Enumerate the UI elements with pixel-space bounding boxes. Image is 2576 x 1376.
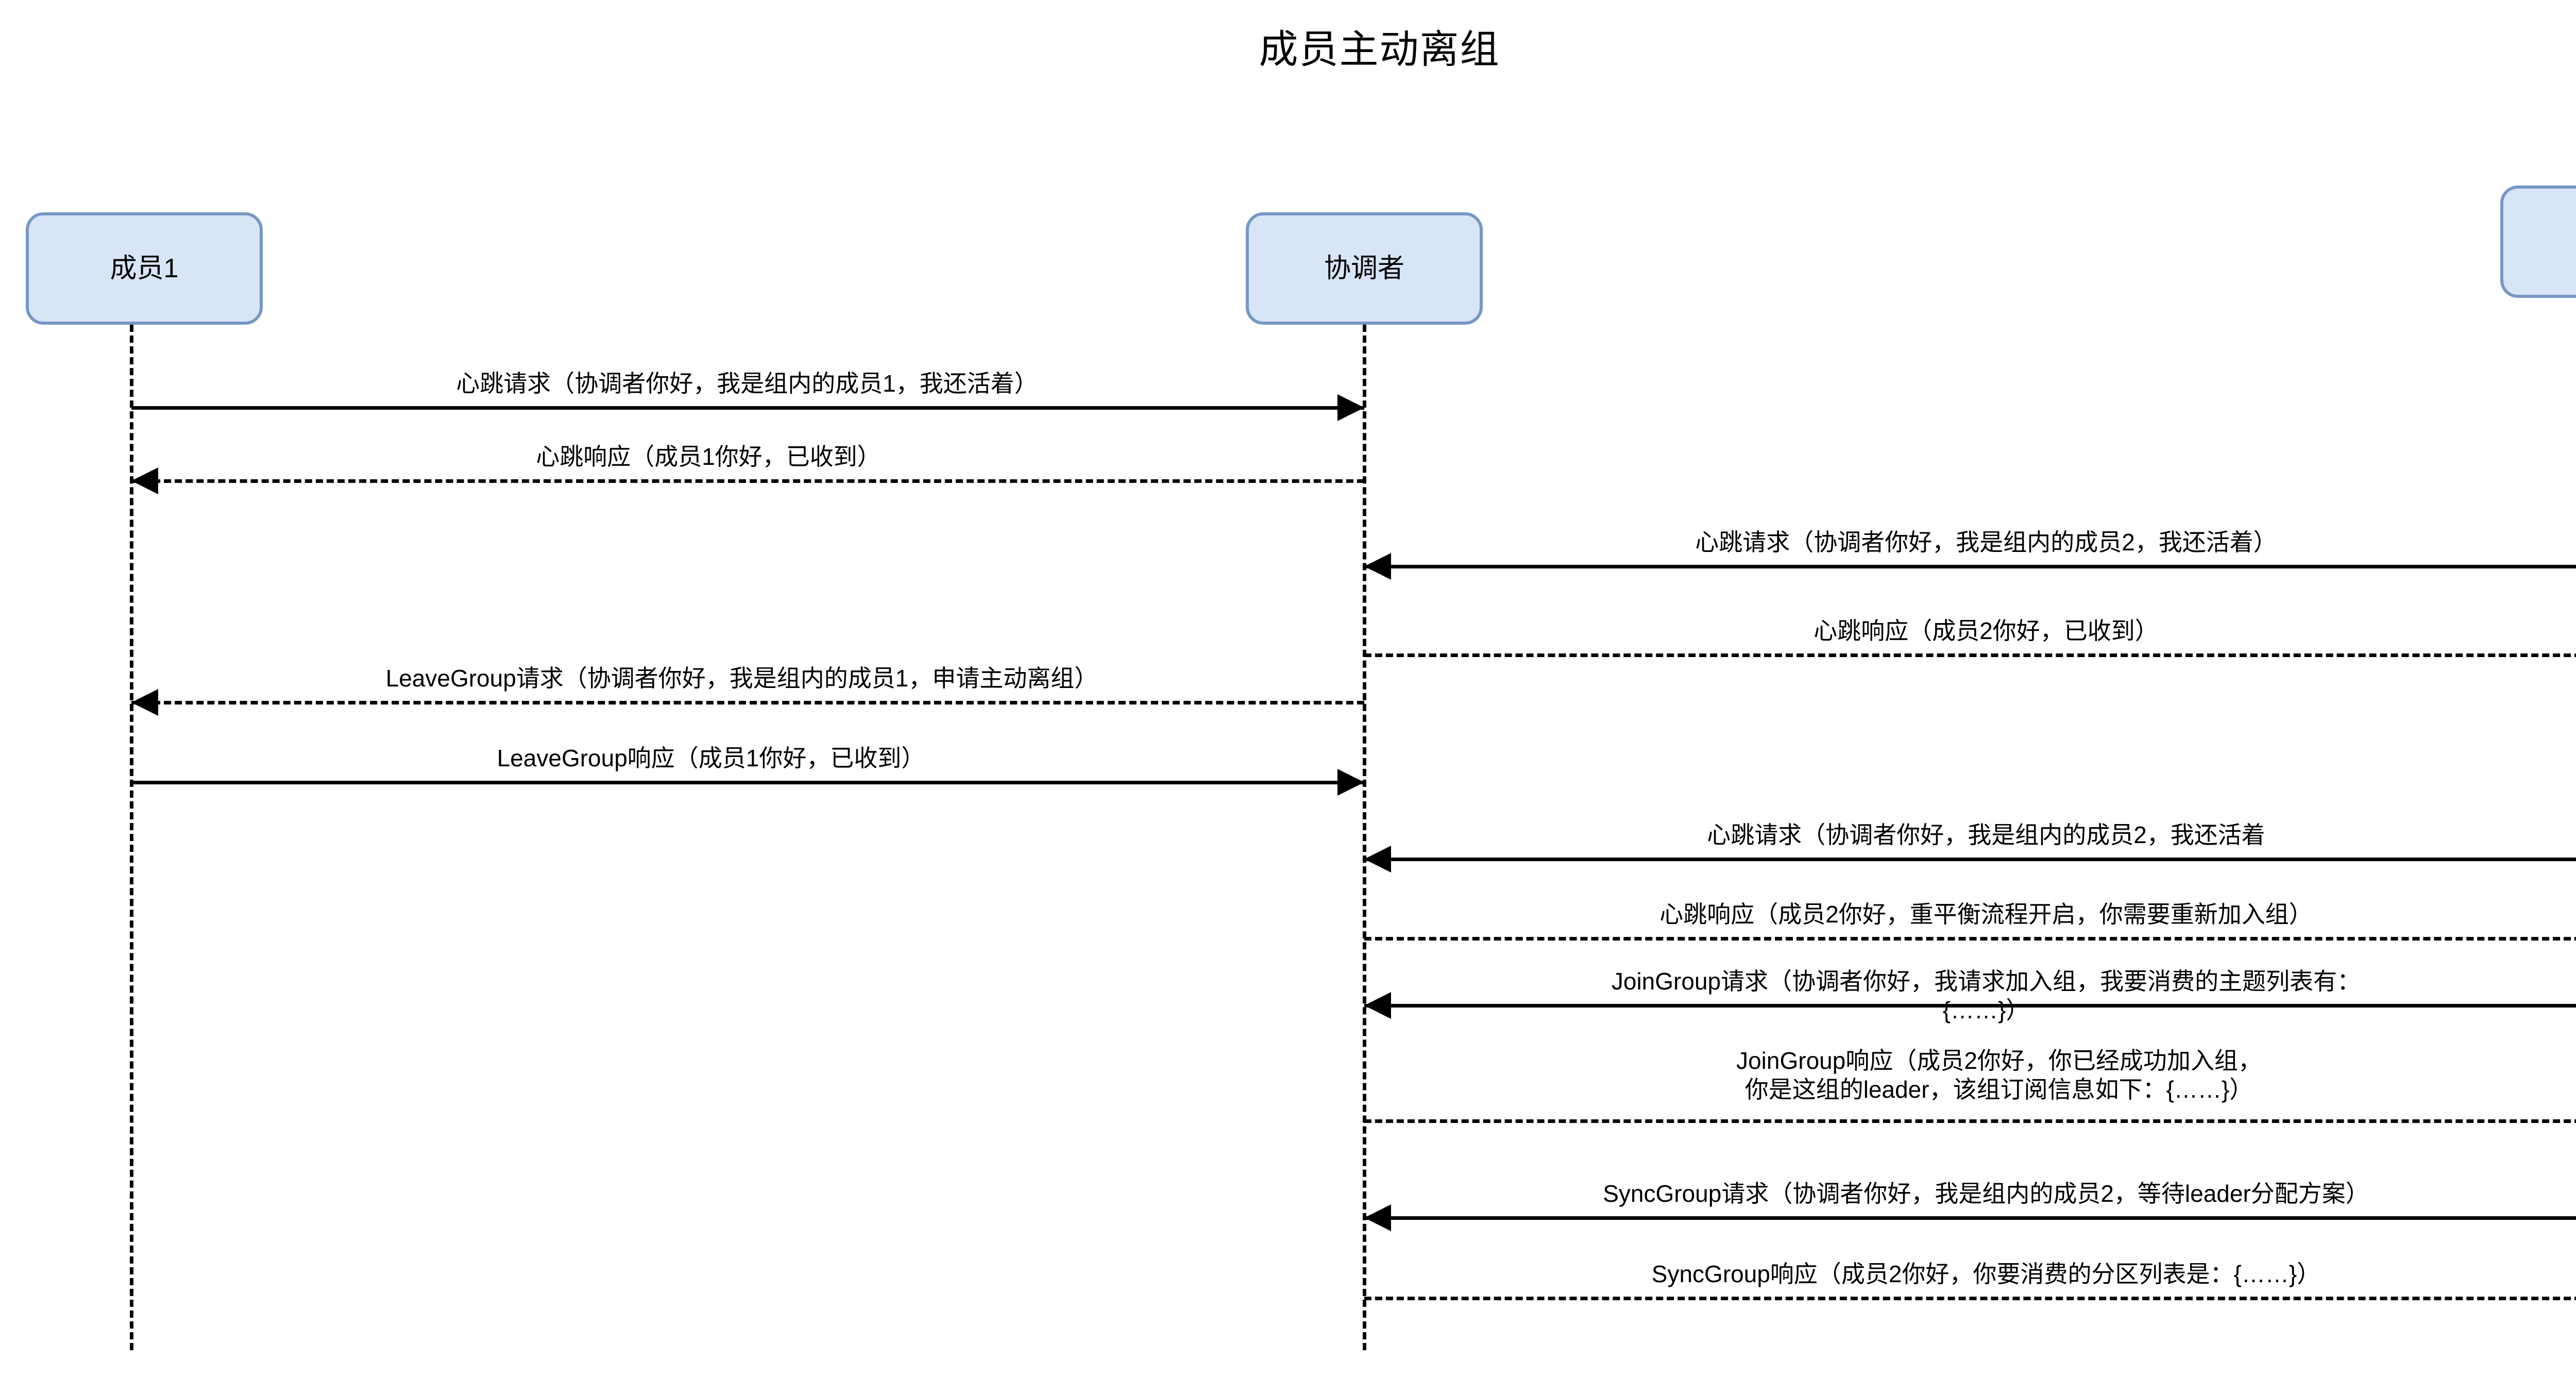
message-arrowhead-1 (1337, 394, 1364, 421)
message-line-10 (1364, 1119, 2576, 1123)
message-label-2: 心跳响应（成员1你好，已收到） (536, 443, 881, 470)
actor-box-member1[interactable]: 成员1 (26, 212, 263, 325)
actor-box-coordinator[interactable]: 协调者 (1246, 212, 1483, 325)
actor-label-member1: 成员1 (110, 254, 179, 283)
actor-label-coordinator: 协调者 (1324, 254, 1404, 283)
message-label-9: JoinGroup请求（协调者你好，我请求加入组，我要消费的主题列表有：{……}… (1611, 968, 2361, 1024)
message-label-8: 心跳响应（成员2你好，重平衡流程开启，你需要重新加入组） (1659, 901, 2313, 928)
message-line-2 (131, 479, 1364, 483)
message-line-8 (1364, 937, 2576, 941)
message-line-11 (1364, 1216, 2576, 1220)
message-line-6 (131, 781, 1364, 784)
message-arrowhead-11 (1364, 1204, 1391, 1231)
message-line-7 (1364, 858, 2576, 861)
lifeline-coordinator (1363, 325, 1366, 1350)
page-title: 成员主动离组 (1259, 28, 1500, 72)
message-label-4: 心跳响应（成员2你好，已收到） (1814, 617, 2159, 644)
message-line-5 (131, 701, 1364, 704)
message-line-1 (131, 406, 1364, 410)
message-label-3: 心跳请求（协调者你好，我是组内的成员2，我还活着） (1695, 529, 2277, 556)
lifeline-member1 (130, 325, 133, 1350)
message-label-12: SyncGroup响应（成员2你好，你要消费的分区列表是：{……}） (1651, 1261, 2321, 1287)
message-label-11: SyncGroup请求（协调者你好，我是组内的成员2，等待leader分配方案） (1603, 1180, 2369, 1207)
message-label-7: 心跳请求（协调者你好，我是组内的成员2，我还活着 (1707, 821, 2265, 848)
message-arrowhead-2 (131, 467, 158, 494)
message-arrowhead-6 (1337, 769, 1364, 796)
message-arrowhead-9 (1364, 992, 1391, 1019)
message-line-9 (1364, 1004, 2576, 1008)
message-arrowhead-5 (131, 689, 158, 716)
message-label-6: LeaveGroup响应（成员1你好，已收到） (497, 745, 925, 771)
message-label-5: LeaveGroup请求（协调者你好，我是组内的成员1，申请主动离组） (385, 665, 1098, 692)
message-label-10: JoinGroup响应（成员2你好，你已经成功加入组， 你是这组的leader，… (1736, 1047, 2262, 1103)
message-label-1: 心跳请求（协调者你好，我是组内的成员1，我还活着） (456, 370, 1038, 397)
actor-box-member2[interactable]: 成员2 (2500, 186, 2576, 298)
message-arrowhead-3 (1364, 553, 1391, 580)
message-line-12 (1364, 1297, 2576, 1300)
message-line-4 (1364, 653, 2576, 657)
message-arrowhead-7 (1364, 846, 1391, 872)
message-line-3 (1364, 565, 2576, 568)
